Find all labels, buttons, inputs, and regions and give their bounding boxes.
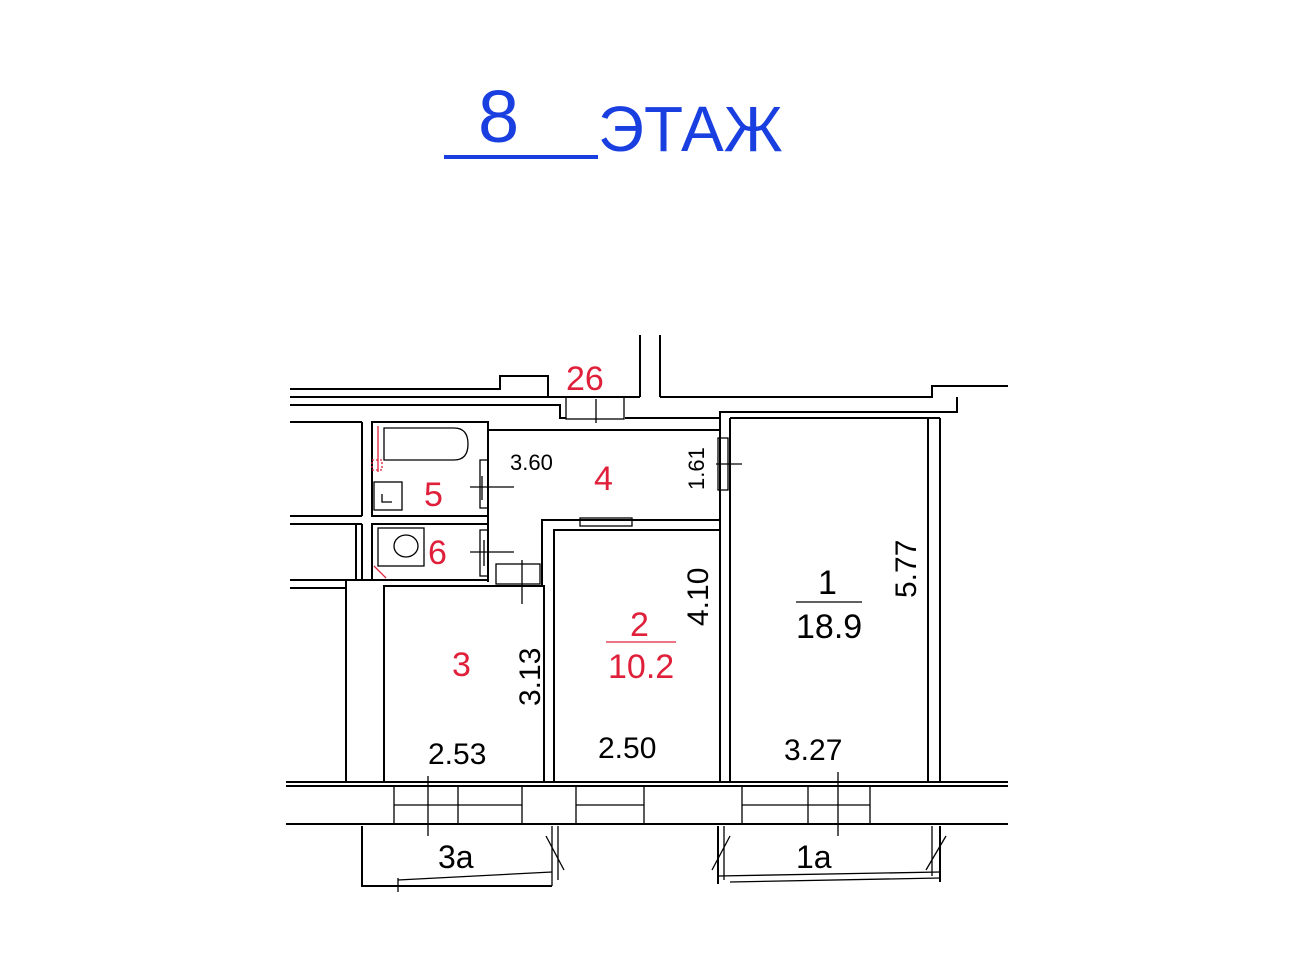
room-2-number: 2 xyxy=(630,606,649,644)
dim-2-50: 2.50 xyxy=(598,732,656,765)
top-right-wall-inner xyxy=(625,397,958,419)
floor-word: ЭТАЖ xyxy=(598,93,783,165)
room-1-number: 1 xyxy=(818,564,837,602)
top-wall-left xyxy=(290,375,549,398)
room-2-area: 10.2 xyxy=(608,648,674,686)
dim-4-10: 4.10 xyxy=(682,568,715,626)
room-labels: 26 4 5 6 3 2 10.2 1 18.9 3а 1а xyxy=(424,360,862,875)
balcony-1a xyxy=(711,826,947,884)
toilet-tank xyxy=(377,527,425,567)
floor-title: 8 ЭТАЖ xyxy=(444,75,783,165)
room-6-label: 6 xyxy=(428,534,447,572)
walls xyxy=(286,335,1008,892)
floor-number: 8 xyxy=(478,75,519,158)
dimension-labels: 3.60 1.61 5.77 4.10 3.13 2.53 2.50 3.27 xyxy=(428,447,923,771)
dim-3-27: 3.27 xyxy=(784,734,842,767)
room-4-label: 4 xyxy=(594,460,613,498)
toilet-door xyxy=(479,529,489,577)
bath-red-mark xyxy=(371,459,383,471)
balcony-3a-label: 3а xyxy=(438,839,474,875)
top-wall-left-inner xyxy=(290,404,566,419)
window-room3 xyxy=(393,776,523,836)
dim-2-53: 2.53 xyxy=(428,738,486,771)
room2-door xyxy=(579,517,633,527)
room-1-area: 18.9 xyxy=(796,608,862,646)
sink xyxy=(373,481,403,511)
window-room2 xyxy=(575,785,645,825)
room-26-label: 26 xyxy=(566,360,604,398)
room1-door xyxy=(717,437,729,491)
entry-door xyxy=(565,396,625,420)
room3-door xyxy=(495,563,541,585)
window-room1 xyxy=(741,772,871,836)
dim-1-61: 1.61 xyxy=(684,447,709,490)
bathtub xyxy=(383,427,469,461)
sink-symbol xyxy=(381,494,392,503)
dim-3-13: 3.13 xyxy=(514,648,547,706)
room-3-label: 3 xyxy=(452,646,471,684)
balcony-1a-label: 1а xyxy=(796,839,832,875)
room3-left-outer xyxy=(345,579,384,782)
bath-door xyxy=(479,459,489,509)
dim-5-77: 5.77 xyxy=(890,540,923,598)
toilet-red-mark xyxy=(373,565,387,579)
toilet-bowl xyxy=(393,534,419,558)
dim-3-60: 3.60 xyxy=(510,450,553,475)
room-5-label: 5 xyxy=(424,476,443,514)
balcony-3a xyxy=(361,826,565,892)
hall-bottom xyxy=(541,519,720,586)
top-right-wall xyxy=(660,385,1008,398)
